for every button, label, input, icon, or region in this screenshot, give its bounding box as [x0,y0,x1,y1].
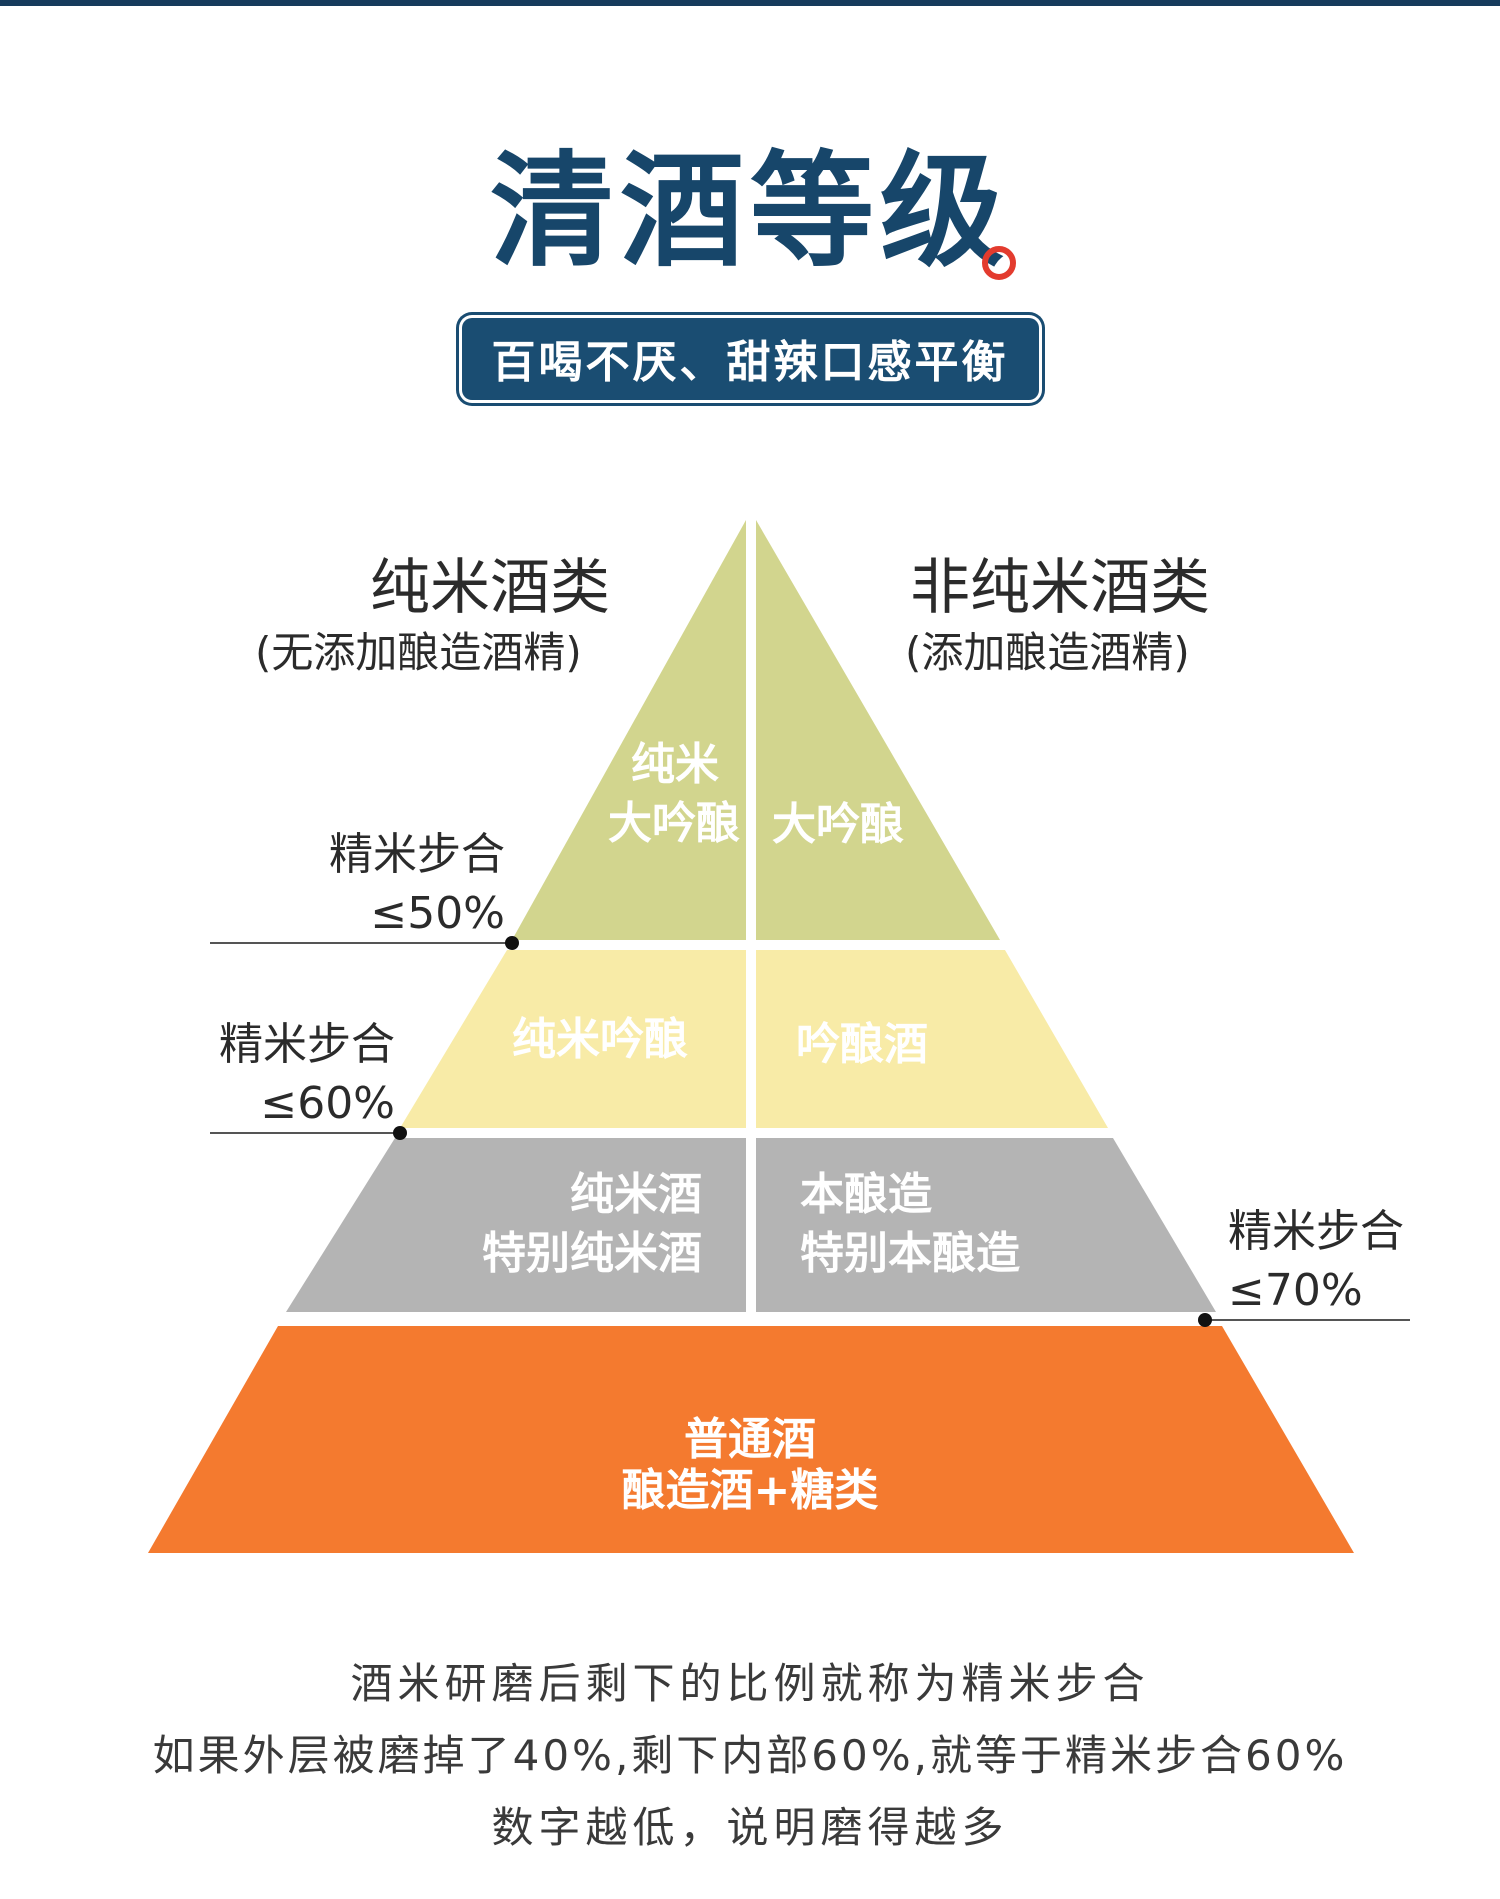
tier-third-right-line1: 本酿造 [800,1169,932,1220]
tier-third-left [286,1138,746,1312]
explanation-line-3: 数字越低，说明磨得越多 [491,1803,1009,1852]
explanation-line-1: 酒米研磨后剩下的比例就称为精米步合 [350,1659,1150,1708]
polish-60-value: ≤60% [260,1078,395,1130]
tier-top-left [512,520,746,940]
tier-third-left-line2: 特别纯米酒 [482,1228,702,1280]
polish-50-title: 精米步合 [329,829,505,880]
subtitle-badge: 百喝不厌、甜辣口感平衡 [461,318,1039,400]
tier-top-right-label: 大吟酿 [772,799,904,850]
polish-70-title: 精米步合 [1228,1206,1404,1257]
category-right-title: 非纯米酒类 [910,553,1210,623]
polish-50-label: 精米步合 ≤50% [290,825,505,944]
title-circle-mark [982,246,1016,280]
polish-50-value: ≤50% [370,888,505,940]
tier-second-right [756,950,1108,1128]
tier-third-right-label: 本酿造 特别本酿造 [800,1165,1020,1284]
tier-third-right [756,1138,1216,1312]
polish-60-label: 精米步合 ≤60% [180,1015,395,1134]
tier-top-right [756,520,1000,940]
polish-70-value: ≤70% [1228,1265,1363,1317]
category-left-title: 纯米酒类 [370,553,610,623]
page-title: 清酒等级 [489,139,1010,284]
tier-second-left-label: 纯米吟酿 [512,1014,688,1065]
tier-base-line1: 普通酒 [684,1414,816,1465]
guide-dot-70 [1198,1313,1212,1327]
explanation-line-2: 如果外层被磨掉了40%,剩下内部60%,就等于精米步合60% [152,1731,1348,1780]
category-left-note: (无添加酿造酒精) [255,628,582,677]
tier-second-right-label: 吟酿酒 [796,1019,928,1070]
polish-60-title: 精米步合 [219,1019,395,1070]
tier-base-line2: 酿造酒+糖类 [621,1464,879,1516]
polish-70-label: 精米步合 ≤70% [1228,1202,1468,1321]
tier-top-left-line1: 纯米 [631,739,719,790]
tier-base-label: 普通酒 酿造酒+糖类 [0,1414,1500,1516]
guide-dot-60 [393,1126,407,1140]
tier-third-left-label: 纯米酒 特别纯米酒 [440,1165,702,1284]
tier-third-right-line2: 特别本酿造 [800,1228,1020,1280]
tier-second-left [400,950,746,1128]
category-right-note: (添加酿造酒精) [905,628,1190,677]
top-band [0,0,1500,6]
tier-third-left-line1: 纯米酒 [570,1169,702,1220]
subtitle-container: 百喝不厌、甜辣口感平衡 [0,318,1500,400]
guide-dot-50 [505,936,519,950]
tier-top-left-label: 纯米 大吟酿 [600,735,740,854]
tier-base [148,1326,1354,1553]
tier-top-left-line2: 大吟酿 [608,798,740,850]
